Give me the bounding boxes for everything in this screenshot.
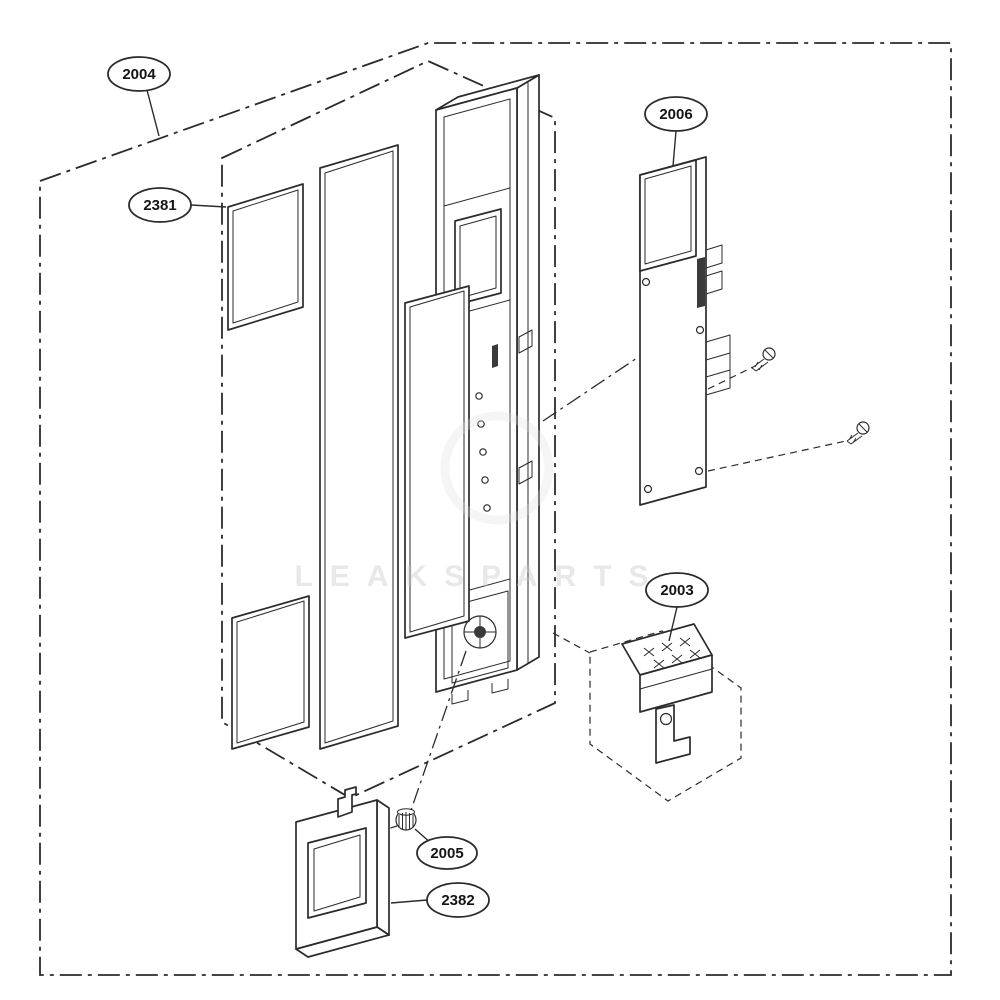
pcb-screw-hole: [694, 466, 704, 476]
frame-side-tab-lower: [518, 460, 533, 485]
pcb-connector-b: [705, 270, 723, 295]
outer-boundary: [39, 42, 952, 976]
callout-2381-label: 2381: [143, 197, 176, 214]
glass-sheet-tall-inner: [324, 150, 394, 744]
pcb-connector-c-lines: [705, 352, 731, 378]
frame-bottom-tab-left: [451, 690, 469, 705]
callout-2004[interactable]: 2004: [107, 56, 171, 137]
screw-1-slot: [764, 349, 774, 359]
frame-section-line-top: [443, 187, 511, 207]
glass-sheet-bottom-inner: [236, 600, 305, 744]
callout-2003-label: 2003: [660, 582, 693, 599]
frame-slot: [492, 344, 498, 368]
glass-sheet-bottom-outline: [231, 595, 310, 750]
glass-panel-2381: [227, 183, 304, 331]
panel-window-outer: [307, 827, 367, 919]
keypad-dot: [481, 476, 489, 484]
screw-2-slot: [858, 423, 868, 433]
callout-2003[interactable]: 2003: [645, 572, 709, 642]
pcb-assembly-2006: [639, 156, 731, 506]
screw-2-shaft: [846, 432, 863, 445]
bracket-hook: [655, 704, 691, 764]
callout-2006-bubble[interactable]: [644, 96, 708, 132]
callout-2004-leader: [146, 89, 160, 137]
pcb-display-opening-inner: [644, 165, 692, 265]
door-panel-2382: [295, 786, 390, 958]
watermark-ring: [440, 411, 554, 525]
keypad-dot: [479, 448, 487, 456]
callout-2005-label: 2005: [430, 845, 463, 862]
callout-2381[interactable]: 2381: [128, 187, 227, 223]
bracket-pin: [659, 712, 673, 726]
bracket-grille-hatch: [643, 637, 701, 669]
speaker-housing: [451, 590, 509, 684]
glass-sheet-bottom: [231, 595, 310, 750]
pcb-screw-hole: [695, 325, 705, 335]
bracket-body: [639, 654, 713, 713]
display-glass-outline: [404, 285, 470, 639]
callout-2004-label: 2004: [122, 66, 156, 83]
bracket-2003-construction-box: [589, 630, 742, 802]
screw-1-shaft: [751, 358, 769, 372]
callout-2004-bubble[interactable]: [107, 56, 171, 92]
panel-right-thickness: [376, 799, 390, 936]
pcb-connector-strip: [697, 257, 705, 308]
callout-2382[interactable]: 2382: [390, 882, 490, 918]
panel-top-clip: [337, 786, 357, 818]
callout-2006[interactable]: 2006: [644, 96, 708, 167]
glass-sheet-tall: [319, 144, 399, 750]
encoder-shaft: [474, 626, 486, 638]
callout-2382-label: 2382: [441, 892, 474, 909]
bracket-body-line: [639, 668, 713, 690]
frame-side-tab-upper: [518, 329, 533, 354]
construction-line-frame-to-bracket: [552, 632, 591, 654]
callout-2381-bubble[interactable]: [128, 187, 192, 223]
glass-panel-2381-inner: [232, 189, 299, 324]
glass-panel-2381-outline: [227, 183, 304, 331]
glass-sheet-tall-outline: [319, 144, 399, 750]
pcb-connector-c: [705, 334, 731, 396]
keypad-dot: [477, 420, 485, 428]
callout-2382-bubble[interactable]: [426, 882, 490, 918]
knob-2005: [395, 808, 417, 831]
pcb-connector-a: [705, 244, 723, 269]
assembly-phantom-box: [221, 60, 556, 800]
callout-2006-label: 2006: [659, 106, 692, 123]
construction-line-screw-2: [707, 440, 847, 472]
construction-line-frame-to-pcb: [542, 357, 638, 422]
panel-window-inner: [313, 834, 361, 912]
display-glass-inner: [409, 290, 465, 633]
watermark-text: LEAKSPARTS: [294, 560, 665, 593]
display-window-bezel: [454, 208, 502, 306]
callout-2003-leader: [668, 606, 678, 642]
latch-bracket-2003: [621, 623, 713, 764]
pcb-screw-hole: [641, 277, 651, 287]
keypad-dot: [483, 504, 491, 512]
keypad-dot: [475, 392, 483, 400]
knob-knurling: [398, 812, 414, 830]
control-panel-frame: [435, 74, 540, 705]
callout-2381-leader: [190, 204, 227, 208]
screw-2: [846, 421, 870, 445]
pcb-screw-hole: [643, 484, 653, 494]
callout-2003-bubble[interactable]: [645, 572, 709, 608]
display-window-inner: [459, 215, 497, 299]
callout-2005-bubble[interactable]: [416, 836, 478, 870]
pcb-display-opening: [639, 159, 697, 272]
display-glass: [404, 285, 470, 639]
frame-bottom-tab-right: [491, 679, 509, 694]
callout-2382-leader: [390, 899, 428, 904]
screw-1: [751, 347, 776, 372]
callout-2006-leader: [672, 130, 677, 167]
construction-line-screw-1: [707, 366, 754, 390]
callout-2005[interactable]: 2005: [414, 828, 478, 870]
